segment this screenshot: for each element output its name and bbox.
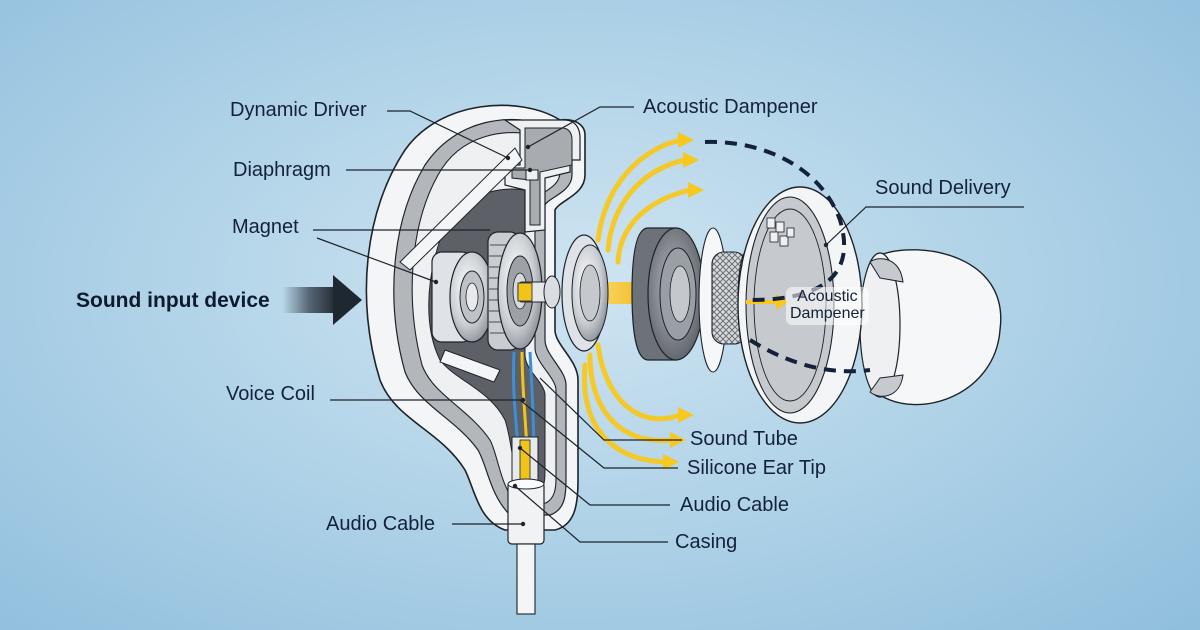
leader-sound-tube	[539, 377, 682, 441]
audio-cable	[507, 478, 545, 615]
label-acoustic-dampener-inner: Acoustic Dampener	[786, 287, 869, 325]
label-magnet: Magnet	[232, 216, 299, 238]
leader-acoustic-dampener	[527, 106, 634, 148]
leader-audio-cable-right	[519, 447, 670, 506]
label-acoustic-dampener: Acoustic Dampener	[643, 96, 818, 118]
label-acoustic-dampener-inner-line1: Acoustic	[797, 288, 858, 305]
label-casing: Casing	[675, 531, 738, 553]
label-sound-delivery: Sound Delivery	[875, 177, 1011, 199]
leader-lines	[313, 106, 1024, 543]
leader-casing	[514, 485, 668, 543]
leader-magnet-2	[316, 237, 437, 283]
label-voice-coil: Voice Coil	[226, 383, 315, 405]
acoustic-dampener-ring	[561, 234, 609, 352]
label-dynamic-driver: Dynamic Driver	[230, 99, 367, 121]
dashed-sound-path	[704, 139, 871, 374]
magnet-part	[431, 251, 495, 343]
label-silicone-ear-tip: Silicone Ear Tip	[687, 457, 826, 479]
earphone-housing	[365, 104, 586, 615]
sound-input-arrow-icon	[282, 275, 362, 325]
label-sound-tube: Sound Tube	[690, 428, 798, 450]
leader-sound-delivery	[825, 206, 1024, 246]
label-sound-input-device: Sound input device	[76, 289, 270, 312]
label-audio-cable-left: Audio Cable	[326, 513, 435, 535]
leader-silicone-ear-tip	[519, 399, 678, 469]
leader-dynamic-driver	[387, 110, 509, 159]
label-audio-cable-right: Audio Cable	[680, 494, 789, 516]
driver-housing-ring	[631, 227, 705, 361]
label-acoustic-dampener-inner-line2: Dampener	[790, 304, 865, 322]
label-diaphragm: Diaphragm	[233, 159, 331, 181]
diaphragm-part	[525, 169, 539, 181]
sound-wave-arrowheads	[663, 132, 704, 470]
ear-tip	[859, 249, 1002, 406]
